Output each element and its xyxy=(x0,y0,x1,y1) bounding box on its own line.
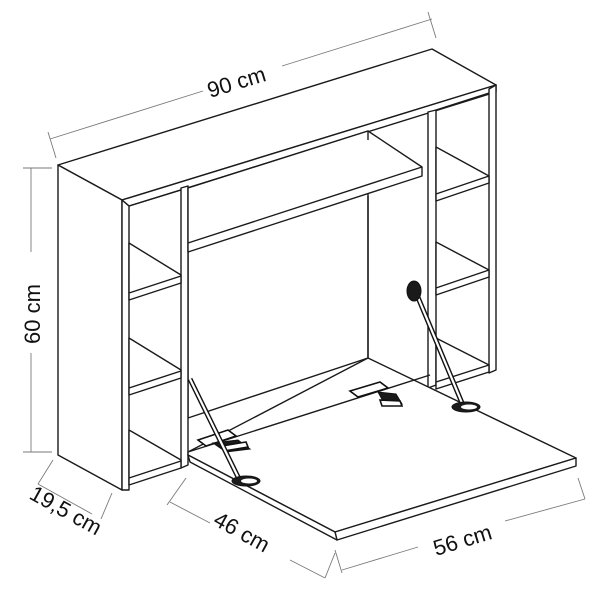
hinge-right-icon xyxy=(348,381,404,407)
desk-depth-label: 56 cm xyxy=(430,519,495,560)
cabinet-body xyxy=(57,48,497,491)
dimension-lines xyxy=(23,11,586,579)
left-shelves xyxy=(128,242,182,486)
left-side-front-edge xyxy=(121,199,130,491)
left-divider xyxy=(180,185,189,469)
depth-label: 19,5 cm xyxy=(26,481,107,541)
right-shelves xyxy=(435,146,490,390)
right-divider xyxy=(427,109,437,389)
width-label: 90 cm xyxy=(204,61,269,102)
left-side-panel xyxy=(57,164,123,491)
desk-width-label: 46 cm xyxy=(210,507,275,558)
desk-side-edge xyxy=(187,454,338,541)
support-arms xyxy=(187,280,481,487)
right-side-front-edge xyxy=(488,84,497,374)
height-label: 60 cm xyxy=(20,284,45,344)
fold-down-desk[interactable] xyxy=(187,357,577,541)
arm-knob-icon xyxy=(406,280,422,302)
